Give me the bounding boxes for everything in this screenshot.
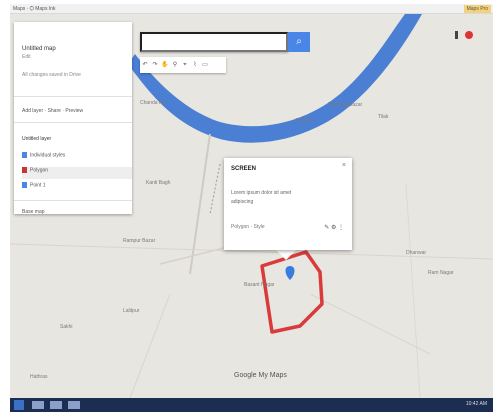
road xyxy=(189,133,211,275)
layer-item-label: Point 1 xyxy=(30,182,46,189)
panel-actions[interactable]: Add layer · Share · Preview xyxy=(22,108,84,114)
layer-item-label: Individual styles xyxy=(30,152,66,159)
river xyxy=(128,14,422,143)
info-footer[interactable]: Polygon · Style xyxy=(231,224,265,230)
line-tool-icon[interactable]: ⌖ xyxy=(183,62,187,68)
measure-icon[interactable]: ▭ xyxy=(202,62,208,68)
layer-item[interactable]: Individual styles xyxy=(22,152,132,164)
save-status: All changes saved in Drive xyxy=(22,72,81,78)
map-label: Hathras xyxy=(30,374,48,380)
clock: 10:42 AM xyxy=(465,401,487,407)
map-pin-icon[interactable] xyxy=(285,266,295,280)
search-icon: ⌕ xyxy=(296,36,302,47)
taskbar-app[interactable] xyxy=(50,401,62,409)
close-icon[interactable]: × xyxy=(341,162,346,169)
road xyxy=(129,293,171,398)
google-logo: Google My Maps xyxy=(234,372,287,379)
taskbar-app[interactable] xyxy=(68,401,80,409)
map-label: Sakhi xyxy=(60,324,73,330)
map-label: Nandalal Bazar xyxy=(328,102,363,108)
browser-tab-bar: Maps · Ѻ Maps Ink Maps Pro xyxy=(10,4,493,14)
route-icon[interactable]: ⌇ xyxy=(193,62,197,68)
map-subtitle[interactable]: Edit xyxy=(22,54,31,60)
menu-icon[interactable] xyxy=(455,30,458,39)
search-button[interactable]: ⌕ xyxy=(288,32,310,52)
style-icon xyxy=(22,152,27,158)
map-label: Rampur Bazar xyxy=(123,238,156,244)
browser-title: Maps · Ѻ Maps Ink xyxy=(13,6,56,12)
red-marker-icon[interactable] xyxy=(465,30,474,39)
map-label: Lalitpur xyxy=(123,308,140,314)
hand-icon[interactable]: ✋ xyxy=(161,62,169,68)
info-window-pointer xyxy=(276,250,296,260)
redo-icon[interactable]: ↷ xyxy=(152,62,158,68)
taskbar-app[interactable] xyxy=(32,401,44,409)
map-label: Dhanwar xyxy=(406,250,427,256)
marker-tool-icon[interactable]: ⚲ xyxy=(172,62,178,68)
layer-item-selected[interactable]: Polygon xyxy=(22,167,132,179)
layer-item-label: Polygon xyxy=(30,167,49,174)
map-label: Ram Nagar xyxy=(428,270,454,276)
base-map-toggle[interactable]: Base map xyxy=(22,209,45,215)
map-toolbar: ↶ ↷✋⚲ ⌖ ⌇ ▭ xyxy=(140,57,226,73)
marker-icon xyxy=(22,182,27,188)
road xyxy=(10,243,493,260)
layers-panel: Untitled map Edit All changes saved in D… xyxy=(14,22,132,215)
map-label: Tilak xyxy=(378,114,389,120)
polygon-shape[interactable] xyxy=(260,250,324,334)
info-description: adipiscing xyxy=(231,199,254,205)
layer-name[interactable]: Untitled layer xyxy=(22,136,52,142)
divider xyxy=(14,122,132,123)
info-title: SCREEN xyxy=(231,166,257,172)
road xyxy=(405,183,421,398)
info-window: SCREEN × Lorem ipsum dolor sit amet adip… xyxy=(224,158,352,250)
map-label: Kanti Bagh xyxy=(146,180,171,186)
map-label: Shivpur xyxy=(295,118,312,124)
map-label: Chanda Pur xyxy=(140,100,167,106)
map-label: Basant Nagar xyxy=(244,282,275,288)
layer-item[interactable]: Point 1 xyxy=(22,182,132,194)
divider xyxy=(14,200,132,201)
info-actions[interactable]: ✎ ⚙ ⋮ xyxy=(324,225,344,231)
taskbar: 10:42 AM xyxy=(10,398,493,412)
railway xyxy=(209,163,221,215)
info-description: Lorem ipsum dolor sit amet xyxy=(231,190,292,196)
road xyxy=(309,293,431,355)
divider xyxy=(14,96,132,97)
map-controls xyxy=(455,30,474,39)
map-title[interactable]: Untitled map xyxy=(22,46,56,52)
notice-badge[interactable]: Maps Pro xyxy=(463,5,491,13)
polygon-icon xyxy=(22,167,27,173)
search-input[interactable] xyxy=(140,32,288,52)
start-button[interactable] xyxy=(14,400,24,410)
undo-icon[interactable]: ↶ xyxy=(142,62,148,68)
